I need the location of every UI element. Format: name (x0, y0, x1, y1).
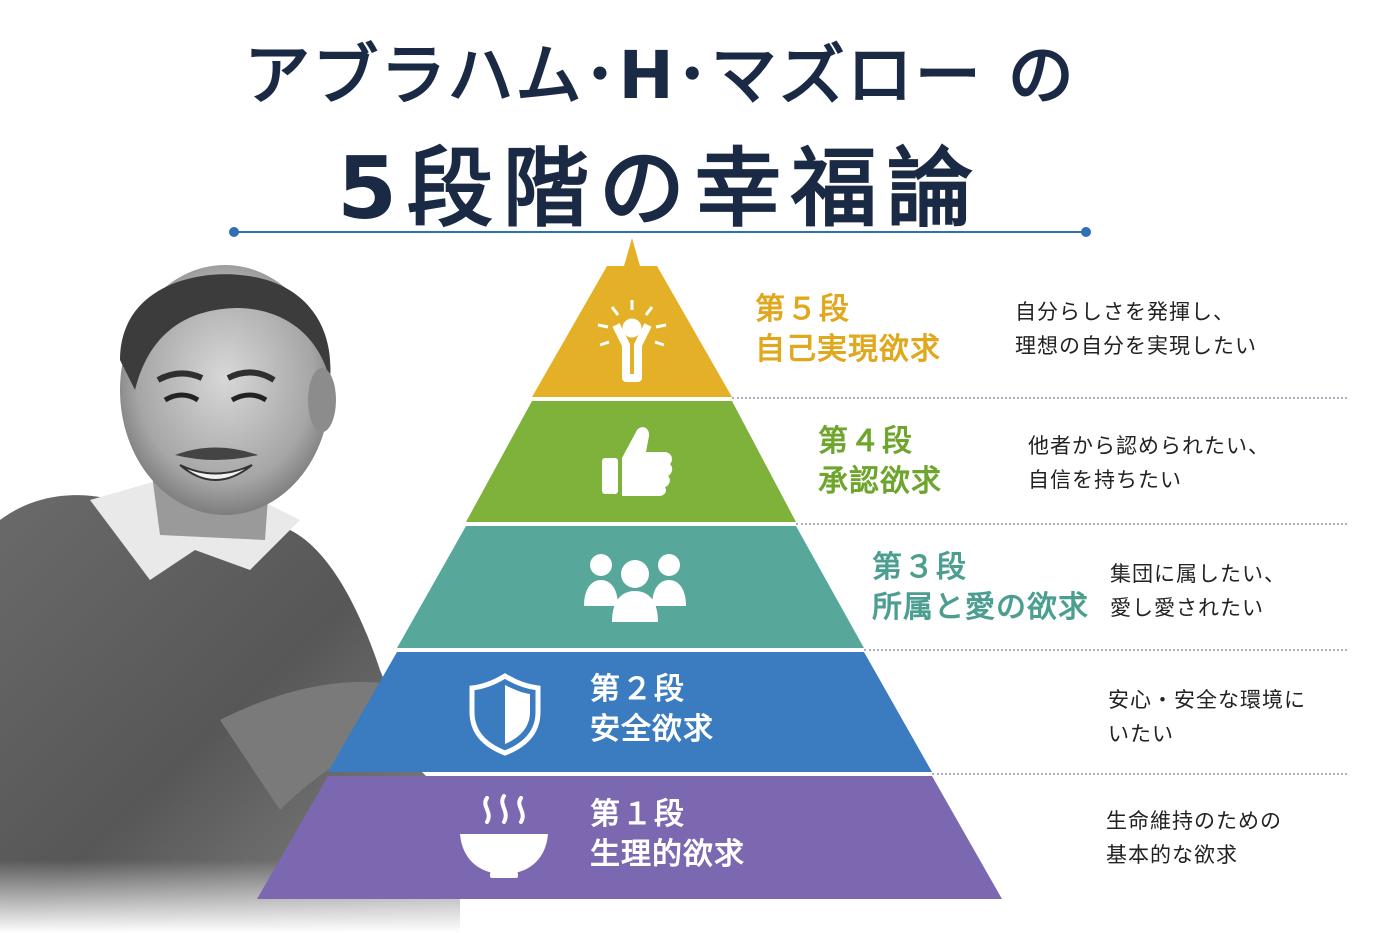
level-5-label: 第５段 自己実現欲求 (755, 290, 941, 369)
description-line: 愛し愛されたい (1110, 595, 1264, 620)
description-line: 安心・安全な環境に (1108, 688, 1306, 712)
level-2-description: 安心・安全な環境に いたい (1108, 684, 1306, 751)
level-name: 自己実現欲求 (755, 331, 941, 367)
level-2-label: 第２段 安全欲求 (590, 670, 714, 749)
level-1-label: 第１段 生理的欲求 (590, 795, 745, 874)
description-line: 自信を持ちたい (1028, 467, 1182, 492)
shield-icon (469, 673, 541, 756)
level-name: 安全欲求 (590, 711, 714, 747)
level-name: 承認欲求 (818, 463, 942, 499)
level-number: 第４段 (818, 424, 914, 459)
level-1-description: 生命維持のための 基本的な欲求 (1106, 805, 1282, 872)
thumbs-up-icon (602, 427, 673, 496)
pyramid-level-2 (328, 652, 932, 772)
level-name: 所属と愛の欲求 (872, 589, 1089, 625)
person-radiating-icon (597, 300, 667, 382)
title-line-1: アブラハム･H･マズロー の (244, 37, 1076, 114)
title-line-2: 5段階の幸福論 (337, 139, 983, 239)
pyramid-apex (624, 238, 640, 266)
level-4-label: 第４段 承認欲求 (818, 422, 942, 501)
description-line: いたい (1108, 721, 1174, 746)
divider-3-2 (864, 649, 1347, 651)
divider-4-3 (796, 523, 1347, 525)
level-3-label: 第３段 所属と愛の欲求 (872, 548, 1089, 627)
group-icon (584, 554, 686, 622)
level-name: 生理的欲求 (590, 836, 745, 872)
description-line: 生命維持のための (1106, 809, 1282, 833)
level-number: 第５段 (755, 292, 851, 327)
level-3-description: 集団に属したい、 愛し愛されたい (1110, 558, 1286, 625)
pyramid-level-1 (257, 776, 1002, 899)
description-line: 自分らしさを発揮し、 (1015, 300, 1235, 324)
level-4-description: 他者から認められたい、 自信を持ちたい (1028, 430, 1270, 497)
title-underline (229, 227, 1091, 237)
description-line: 他者から認められたい、 (1028, 434, 1270, 458)
level-number: 第３段 (872, 550, 968, 585)
level-number: 第２段 (590, 672, 686, 707)
description-line: 基本的な欲求 (1106, 842, 1238, 867)
description-line: 理想の自分を実現したい (1015, 333, 1257, 358)
level-5-description: 自分らしさを発揮し、 理想の自分を実現したい (1015, 296, 1257, 363)
steaming-bowl-icon (460, 794, 548, 878)
level-number: 第１段 (590, 797, 686, 832)
divider-5-4 (732, 397, 1347, 399)
description-line: 集団に属したい、 (1110, 562, 1286, 586)
divider-2-1 (932, 773, 1347, 775)
